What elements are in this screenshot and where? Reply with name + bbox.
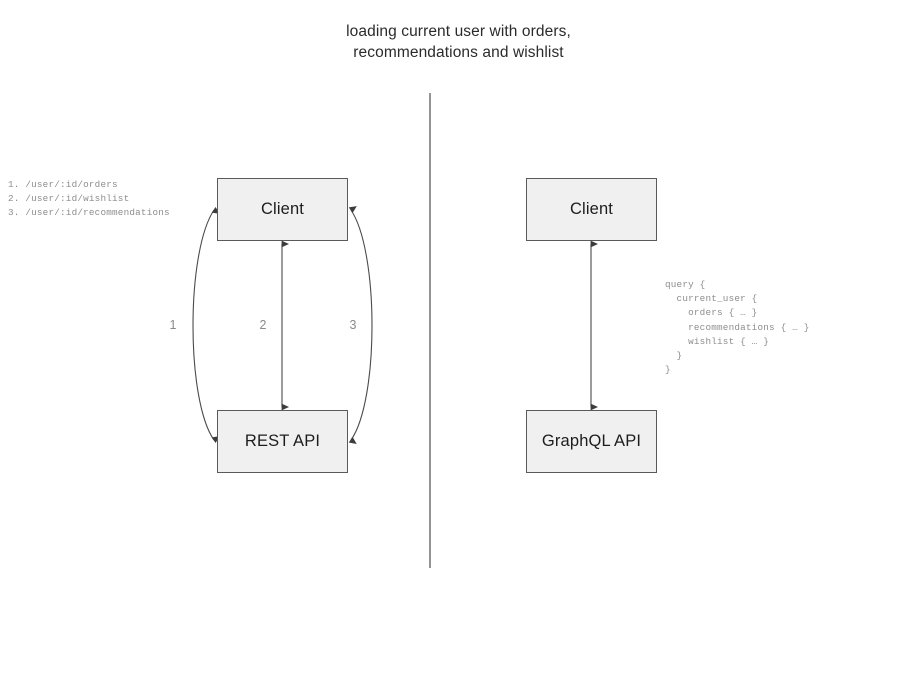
edge-label-2: 2 (259, 318, 267, 332)
graphql-query-snippet: query { current_user { orders { … } reco… (665, 279, 810, 376)
node-rest-api[interactable]: REST API (217, 410, 348, 473)
diagram-title: loading current user with orders, recomm… (346, 23, 571, 61)
node-graphql-api-label: GraphQL API (541, 432, 642, 450)
edge-rest-1 (192, 206, 220, 444)
node-client-graphql[interactable]: Client (526, 178, 657, 241)
edge-label-1: 1 (169, 318, 177, 332)
node-client-rest[interactable]: Client (217, 178, 348, 241)
edge-label-3: 3 (349, 318, 357, 332)
node-graphql-api[interactable]: GraphQL API (526, 410, 657, 473)
edge-rest-3 (348, 206, 373, 445)
rest-endpoint-list: 1. /user/:id/orders 2. /user/:id/wishlis… (8, 179, 170, 219)
node-rest-api-label: REST API (244, 432, 321, 450)
node-client-graphql-label: Client (569, 200, 614, 218)
node-client-rest-label: Client (260, 200, 305, 218)
